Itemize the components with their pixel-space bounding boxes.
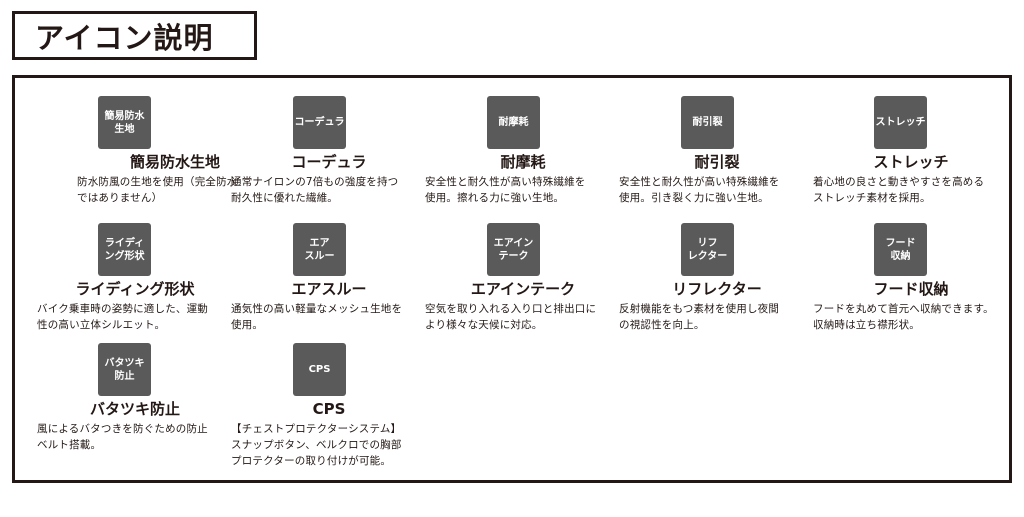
icon-item-description: 通気性の高い軽量なメッシュ生地を 使用。 (231, 303, 403, 331)
icon-item-description: 安全性と耐久性が高い特殊繊維を 使用。引き裂く力に強い生地。 (619, 176, 780, 204)
air-through-badge-icon: エア スルー (293, 223, 346, 276)
cordura-badge-icon: コーデュラ (293, 96, 346, 149)
icon-item-name: リフレクター (672, 280, 762, 298)
icon-item-name: 簡易防水生地 (129, 153, 220, 171)
icon-item-name: バタツキ防止 (89, 400, 180, 418)
icon-item-description: 風によるバタつきを防ぐための防止 ベルト搭載。 (37, 423, 208, 451)
icon-item-description: 安全性と耐久性が高い特殊繊維を 使用。擦れる力に強い生地。 (425, 176, 586, 204)
tear-resistant-badge-icon: 耐引裂 (681, 96, 734, 149)
icon-item-name: ライディング形状 (75, 280, 195, 298)
riding-shape-badge-icon: ライディ ング形状 (98, 223, 151, 276)
icon-item-description: 着心地の良さと動きやすさを高める ストレッチ素材を採用。 (813, 176, 985, 204)
abrasion-resistant-badge-icon: 耐摩耗 (487, 96, 540, 149)
icon-item-description: 防水防風の生地を使用（完全防水 ではありません） (77, 176, 238, 204)
icon-item-name: コーデュラ (291, 153, 367, 171)
page-title: アイコン説明 (35, 20, 214, 55)
icon-item-description: バイク乗車時の姿勢に適した、運動 性の高い立体シルエット。 (37, 303, 208, 331)
icon-item-description: 【チェストプロテクターシステム】 スナップボタン、ベルクロでの胸部 プロテクター… (231, 423, 402, 467)
icon-item-name: エアインテーク (470, 280, 576, 298)
stretch-badge-icon: ストレッチ (874, 96, 927, 149)
icon-item-name: フード収納 (873, 280, 949, 298)
title-box: アイコン説明 (12, 11, 257, 60)
icon-item-description: フードを丸めて首元へ収納できます。 収納時は立ち襟形状。 (813, 303, 994, 331)
icon-item-description: 反射機能をもつ素材を使用し夜間 の視認性を向上。 (619, 303, 780, 331)
icon-item-name: 耐引裂 (694, 153, 740, 171)
waterproof-badge-icon: 簡易防水 生地 (98, 96, 151, 149)
icon-item-name: ストレッチ (873, 153, 949, 171)
icon-legend-frame: 簡易防水 生地 簡易防水生地 防水防風の生地を使用（完全防水 ではありません） … (12, 75, 1012, 483)
icon-item-name: CPS (312, 400, 346, 418)
icon-item-description: 通常ナイロンの7倍もの強度を持つ 耐久性に優れた繊維。 (231, 176, 399, 204)
cps-badge-icon: CPS (293, 343, 346, 396)
icon-item-description: 空気を取り入れる入り口と排出口に より様々な天候に対応。 (425, 303, 597, 331)
icon-item-name: エアスルー (291, 280, 367, 298)
air-intake-badge-icon: エアイン テーク (487, 223, 540, 276)
anti-flap-badge-icon: バタツキ 防止 (98, 343, 151, 396)
reflector-badge-icon: リフ レクター (681, 223, 734, 276)
icon-item-name: 耐摩耗 (500, 153, 546, 171)
hood-storage-badge-icon: フード 収納 (874, 223, 927, 276)
